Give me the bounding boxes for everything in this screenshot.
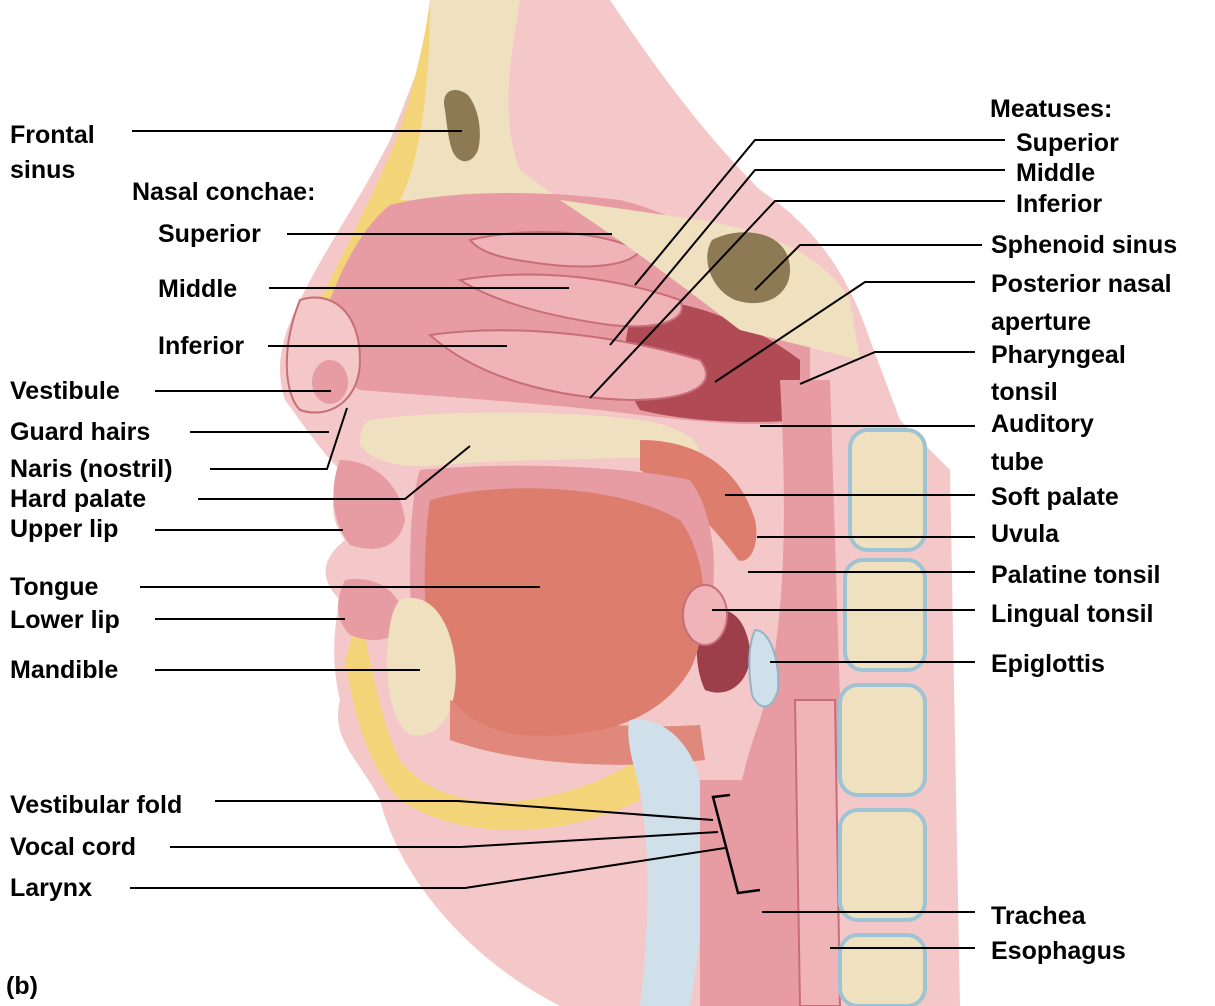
- label-vestibule: Vestibule: [10, 377, 120, 406]
- panel-label: (b): [6, 972, 38, 1001]
- label-concha-superior: Superior: [158, 220, 261, 249]
- lingual-tonsil-shape: [683, 585, 727, 645]
- label-concha-middle: Middle: [158, 275, 237, 304]
- label-frontal-sinus-line2: sinus: [10, 156, 75, 185]
- label-auditory-tube-line2: tube: [991, 448, 1044, 477]
- label-naris: Naris (nostril): [10, 455, 173, 484]
- label-posterior-nasal-line2: aperture: [991, 308, 1091, 337]
- label-lingual-tonsil: Lingual tonsil: [991, 600, 1154, 629]
- trachea-shape: [700, 780, 795, 1006]
- esophagus-shape: [795, 700, 840, 1006]
- label-pharyngeal-tonsil-line1: Pharyngeal: [991, 341, 1126, 370]
- label-hard-palate: Hard palate: [10, 485, 146, 514]
- label-palatine-tonsil: Palatine tonsil: [991, 561, 1160, 590]
- label-soft-palate: Soft palate: [991, 483, 1119, 512]
- label-vestibular-fold: Vestibular fold: [10, 791, 182, 820]
- label-larynx: Larynx: [10, 874, 92, 903]
- label-tongue: Tongue: [10, 573, 98, 602]
- label-posterior-nasal-line1: Posterior nasal: [991, 270, 1172, 299]
- label-trachea: Trachea: [991, 902, 1086, 931]
- label-meatuses-title: Meatuses:: [990, 95, 1112, 124]
- label-meatus-middle: Middle: [1016, 159, 1095, 188]
- label-mandible: Mandible: [10, 656, 118, 685]
- label-upper-lip: Upper lip: [10, 515, 118, 544]
- label-meatus-superior: Superior: [1016, 129, 1119, 158]
- label-vocal-cord: Vocal cord: [10, 833, 136, 862]
- label-concha-inferior: Inferior: [158, 332, 244, 361]
- label-esophagus: Esophagus: [991, 937, 1126, 966]
- label-uvula: Uvula: [991, 520, 1059, 549]
- label-meatus-inferior: Inferior: [1016, 190, 1102, 219]
- label-sphenoid-sinus: Sphenoid sinus: [991, 231, 1177, 260]
- label-frontal-sinus-line1: Frontal: [10, 121, 95, 150]
- label-nasal-conchae-title: Nasal conchae:: [132, 178, 315, 207]
- label-lower-lip: Lower lip: [10, 606, 120, 635]
- label-guard-hairs: Guard hairs: [10, 418, 150, 447]
- label-auditory-tube-line1: Auditory: [991, 410, 1094, 439]
- label-epiglottis: Epiglottis: [991, 650, 1105, 679]
- tongue-shape: [425, 488, 704, 735]
- vestibule-shape: [312, 360, 348, 404]
- label-pharyngeal-tonsil-line2: tonsil: [991, 378, 1058, 407]
- vertebral-column: [840, 430, 925, 1006]
